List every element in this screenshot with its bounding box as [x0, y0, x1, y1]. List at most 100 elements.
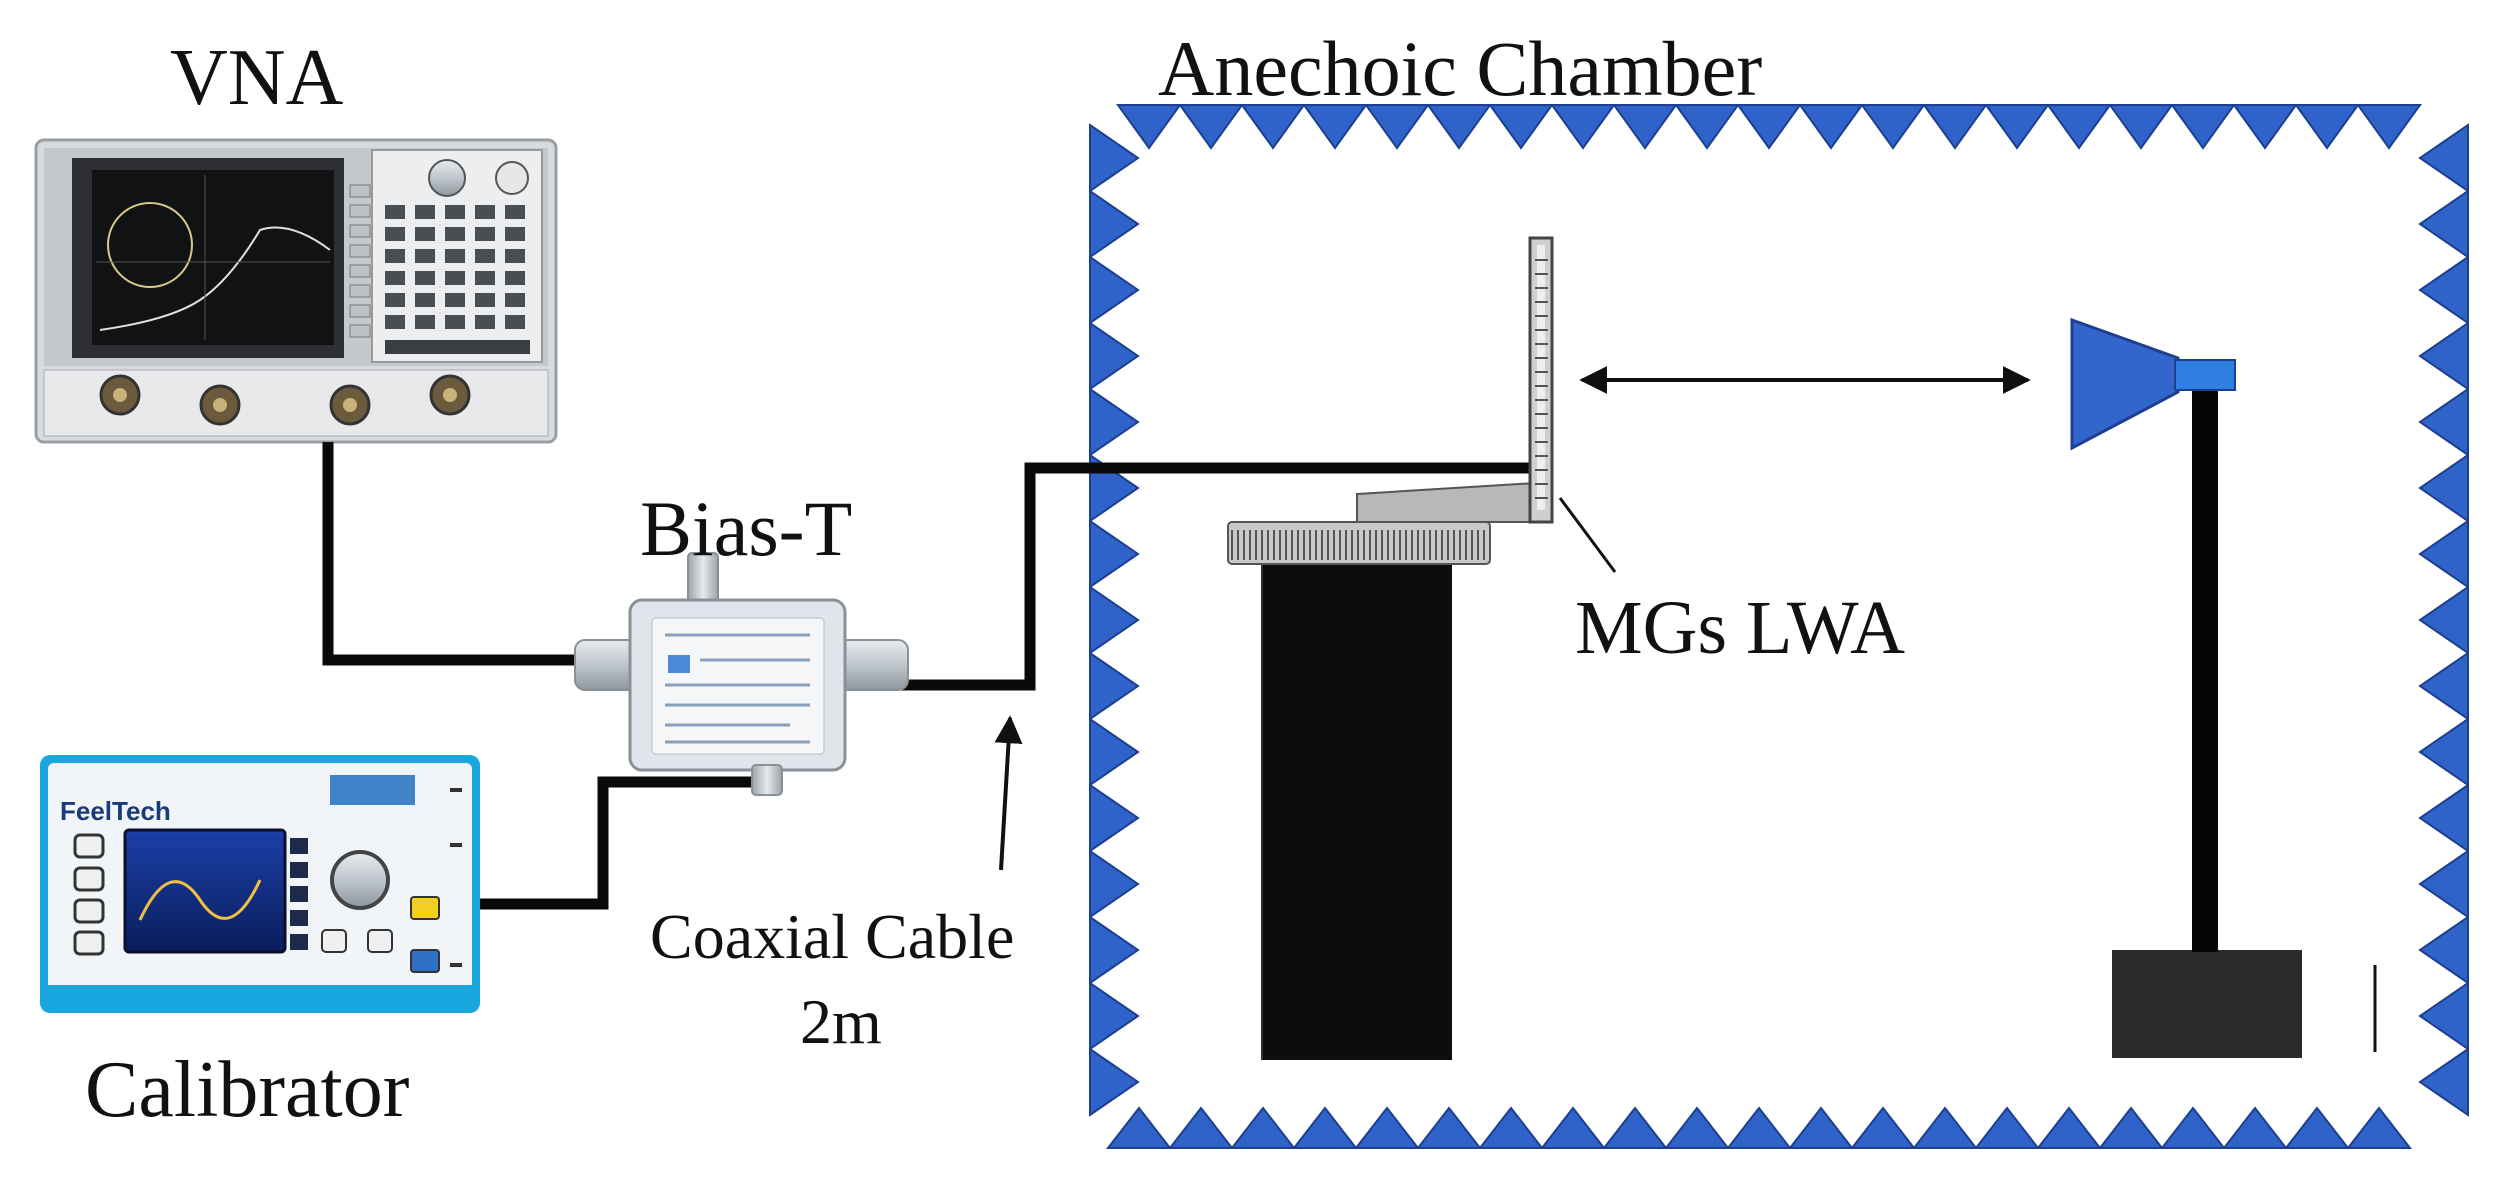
vna-key: [415, 249, 435, 263]
vna-key: [415, 315, 435, 329]
absorber-right-9: [2418, 717, 2469, 787]
vna-key: [385, 227, 405, 241]
absorber-bottom-10: [1725, 1106, 1793, 1149]
absorber-left-4: [1089, 387, 1140, 457]
coaxial-cable: [900, 462, 1545, 691]
absorber-bottom-1: [1167, 1106, 1235, 1149]
absorber-left-11: [1089, 849, 1140, 919]
absorber-right-0: [2418, 123, 2469, 193]
absorber-bottom-18: [2221, 1106, 2289, 1149]
vna-softkeys: [349, 184, 371, 338]
absorber-top-15: [2046, 104, 2112, 150]
vna-to-bias-t-cable: [322, 442, 590, 666]
vna-screen: [92, 170, 334, 345]
vna-instrument: [34, 138, 558, 444]
horn-antenna: [2070, 317, 2302, 1058]
calibrator-buttons-left: [73, 833, 105, 956]
absorber-top-13: [1922, 104, 1988, 150]
absorber-top-11: [1798, 104, 1864, 150]
absorber-top-9: [1674, 104, 1740, 150]
absorber-left-2: [1089, 255, 1140, 325]
absorber-top-2: [1240, 104, 1306, 150]
absorber-right-11: [2418, 849, 2469, 919]
vna-key: [445, 315, 465, 329]
vna-key: [505, 205, 525, 219]
absorber-bottom-19: [2283, 1106, 2351, 1149]
absorber-bottom-7: [1539, 1106, 1607, 1149]
calibrator-label: Calibrator: [85, 1046, 410, 1134]
absorber-bottom-13: [1911, 1106, 1979, 1149]
horn-stand-pole: [2192, 380, 2218, 952]
absorber-bottom-20: [2345, 1106, 2413, 1149]
horn-flare: [2070, 317, 2180, 451]
absorber-bottom-2: [1229, 1106, 1297, 1149]
absorber-left-12: [1089, 915, 1140, 985]
vna-key: [385, 293, 405, 307]
absorber-left-10: [1089, 783, 1140, 853]
absorber-right-5: [2418, 453, 2469, 523]
calibrator-brand: FeelTech: [60, 796, 171, 826]
calibrator-to-bias-t-cable: [458, 776, 772, 910]
vna-key: [475, 315, 495, 329]
vna-key: [385, 315, 405, 329]
absorber-left-6: [1089, 519, 1140, 589]
absorber-top-4: [1364, 104, 1430, 150]
vna-key: [445, 249, 465, 263]
coaxial-cable-length-label: 2m: [800, 986, 882, 1057]
absorber-top-6: [1488, 104, 1554, 150]
vna-key: [445, 293, 465, 307]
absorber-bottom-3: [1291, 1106, 1359, 1149]
absorber-left-1: [1089, 189, 1140, 259]
absorber-bottom-8: [1601, 1106, 1669, 1149]
absorber-top-7: [1550, 104, 1616, 150]
absorber-bottom-16: [2097, 1106, 2165, 1149]
vna-key: [475, 205, 495, 219]
absorber-right-7: [2418, 585, 2469, 655]
absorber-bottom-17: [2159, 1106, 2227, 1149]
coaxial-cable-label: Coaxial Cable: [650, 901, 1015, 972]
mgs-lwa-label: MGs LWA: [1575, 586, 1906, 670]
absorber-left-13: [1089, 981, 1140, 1051]
vna-key: [505, 249, 525, 263]
vna-key: [415, 271, 435, 285]
mgs-lwa-antenna: [1528, 236, 1617, 573]
absorber-top-1: [1178, 104, 1244, 150]
vna-label: VNA: [170, 34, 344, 122]
screen-trace: [99, 226, 331, 331]
absorber-bottom-0: [1105, 1106, 1173, 1149]
absorber-top-8: [1612, 104, 1678, 150]
absorber-top-16: [2108, 104, 2174, 150]
absorber-right-8: [2418, 651, 2469, 721]
absorber-top-19: [2294, 104, 2360, 150]
vna-key: [475, 293, 495, 307]
absorber-right-10: [2418, 783, 2469, 853]
vna-keypad: [385, 205, 525, 329]
horn-stand-base: [2112, 950, 2302, 1058]
absorber-bottom-9: [1663, 1106, 1731, 1149]
absorber-top-17: [2170, 104, 2236, 150]
vna-key: [415, 205, 435, 219]
absorber-top-0: [1116, 104, 1182, 150]
absorber-cones: [1089, 104, 2469, 1149]
calibrator-device: FeelTech: [40, 755, 480, 1013]
absorber-right-13: [2418, 981, 2469, 1051]
absorber-bottom-15: [2035, 1106, 2103, 1149]
absorber-top-18: [2232, 104, 2298, 150]
vna-key: [505, 227, 525, 241]
calibrator-buttons-right: [290, 838, 308, 950]
calibrator-screen: [123, 828, 287, 954]
vna-key: [385, 271, 405, 285]
bias-t-label: Bias-T: [640, 485, 853, 572]
absorber-left-3: [1089, 321, 1140, 391]
absorber-left-7: [1089, 585, 1140, 655]
calibrator-knob: [330, 850, 390, 910]
vna-key: [445, 227, 465, 241]
vna-key: [475, 249, 495, 263]
absorber-right-12: [2418, 915, 2469, 985]
absorber-right-4: [2418, 387, 2469, 457]
bias-t-device: [574, 552, 909, 796]
positioner: [1227, 480, 1553, 1060]
vna-key: [445, 205, 465, 219]
vna-key: [475, 271, 495, 285]
